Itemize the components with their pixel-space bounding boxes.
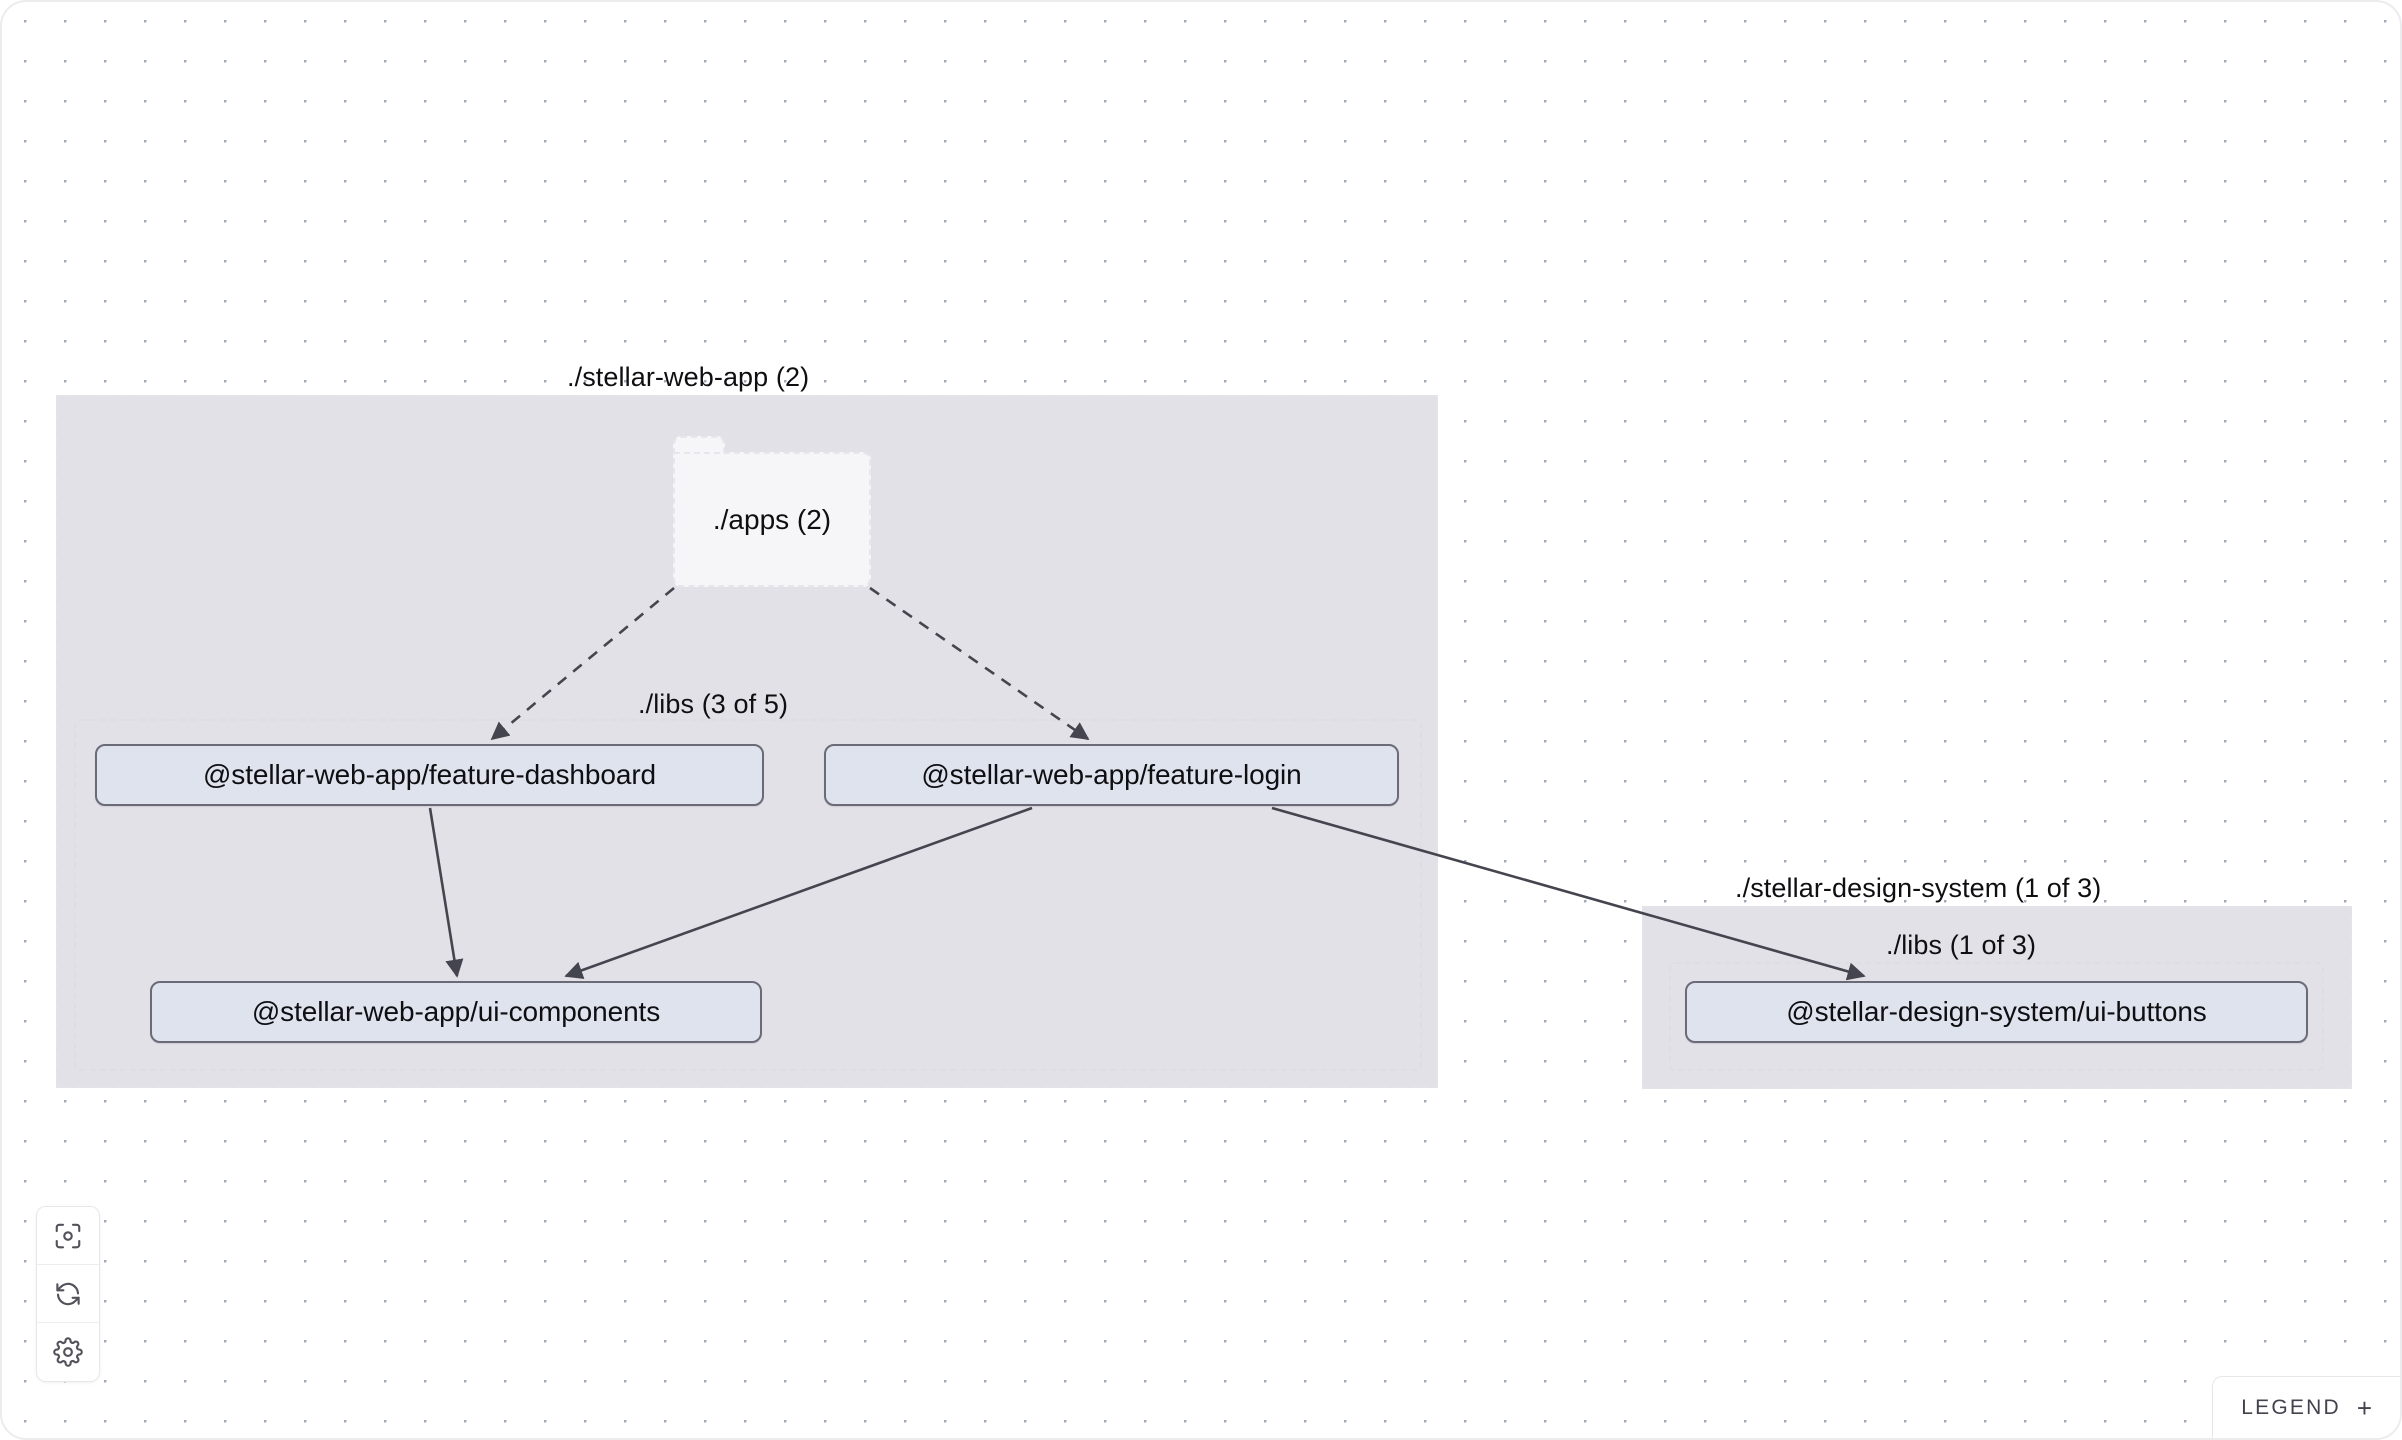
project-node-label: @stellar-web-app/ui-components [251, 996, 661, 1027]
group-title-stellar-design-system: ./stellar-design-system (1 of 3) [1735, 873, 2102, 903]
group-title-stellar-web-app-libs: ./libs (3 of 5) [638, 689, 789, 719]
group-title-stellar-design-system-libs: ./libs (1 of 3) [1886, 930, 2037, 960]
focus-graph-button[interactable] [37, 1207, 99, 1265]
project-node-ui-buttons[interactable]: @stellar-design-system/ui-buttons [1685, 981, 2308, 1043]
project-node-label: @stellar-design-system/ui-buttons [1786, 996, 2207, 1027]
refresh-graph-button[interactable] [37, 1265, 99, 1323]
legend-panel[interactable]: LEGEND + [2212, 1376, 2400, 1438]
project-node-label: @stellar-web-app/feature-dashboard [202, 759, 657, 790]
group-title-stellar-web-app: ./stellar-web-app (2) [567, 362, 810, 392]
folder-node-apps[interactable]: ./apps (2) [673, 436, 871, 587]
expand-plus-icon: + [2356, 1392, 2372, 1423]
folder-body: ./apps (2) [673, 452, 871, 587]
folder-node-label: ./apps (2) [712, 503, 832, 535]
project-node-feature-dashboard[interactable]: @stellar-web-app/feature-dashboard [95, 744, 764, 806]
graph-tool-rail [36, 1206, 100, 1382]
settings-button[interactable] [37, 1323, 99, 1381]
folder-tab-icon [673, 436, 725, 456]
project-node-label: @stellar-web-app/feature-login [921, 759, 1302, 790]
project-node-feature-login[interactable]: @stellar-web-app/feature-login [824, 744, 1399, 806]
gear-icon [53, 1337, 83, 1367]
project-node-ui-components[interactable]: @stellar-web-app/ui-components [150, 981, 762, 1043]
focus-target-icon [53, 1221, 83, 1251]
refresh-icon [53, 1279, 83, 1309]
legend-label: LEGEND [2241, 1395, 2341, 1419]
